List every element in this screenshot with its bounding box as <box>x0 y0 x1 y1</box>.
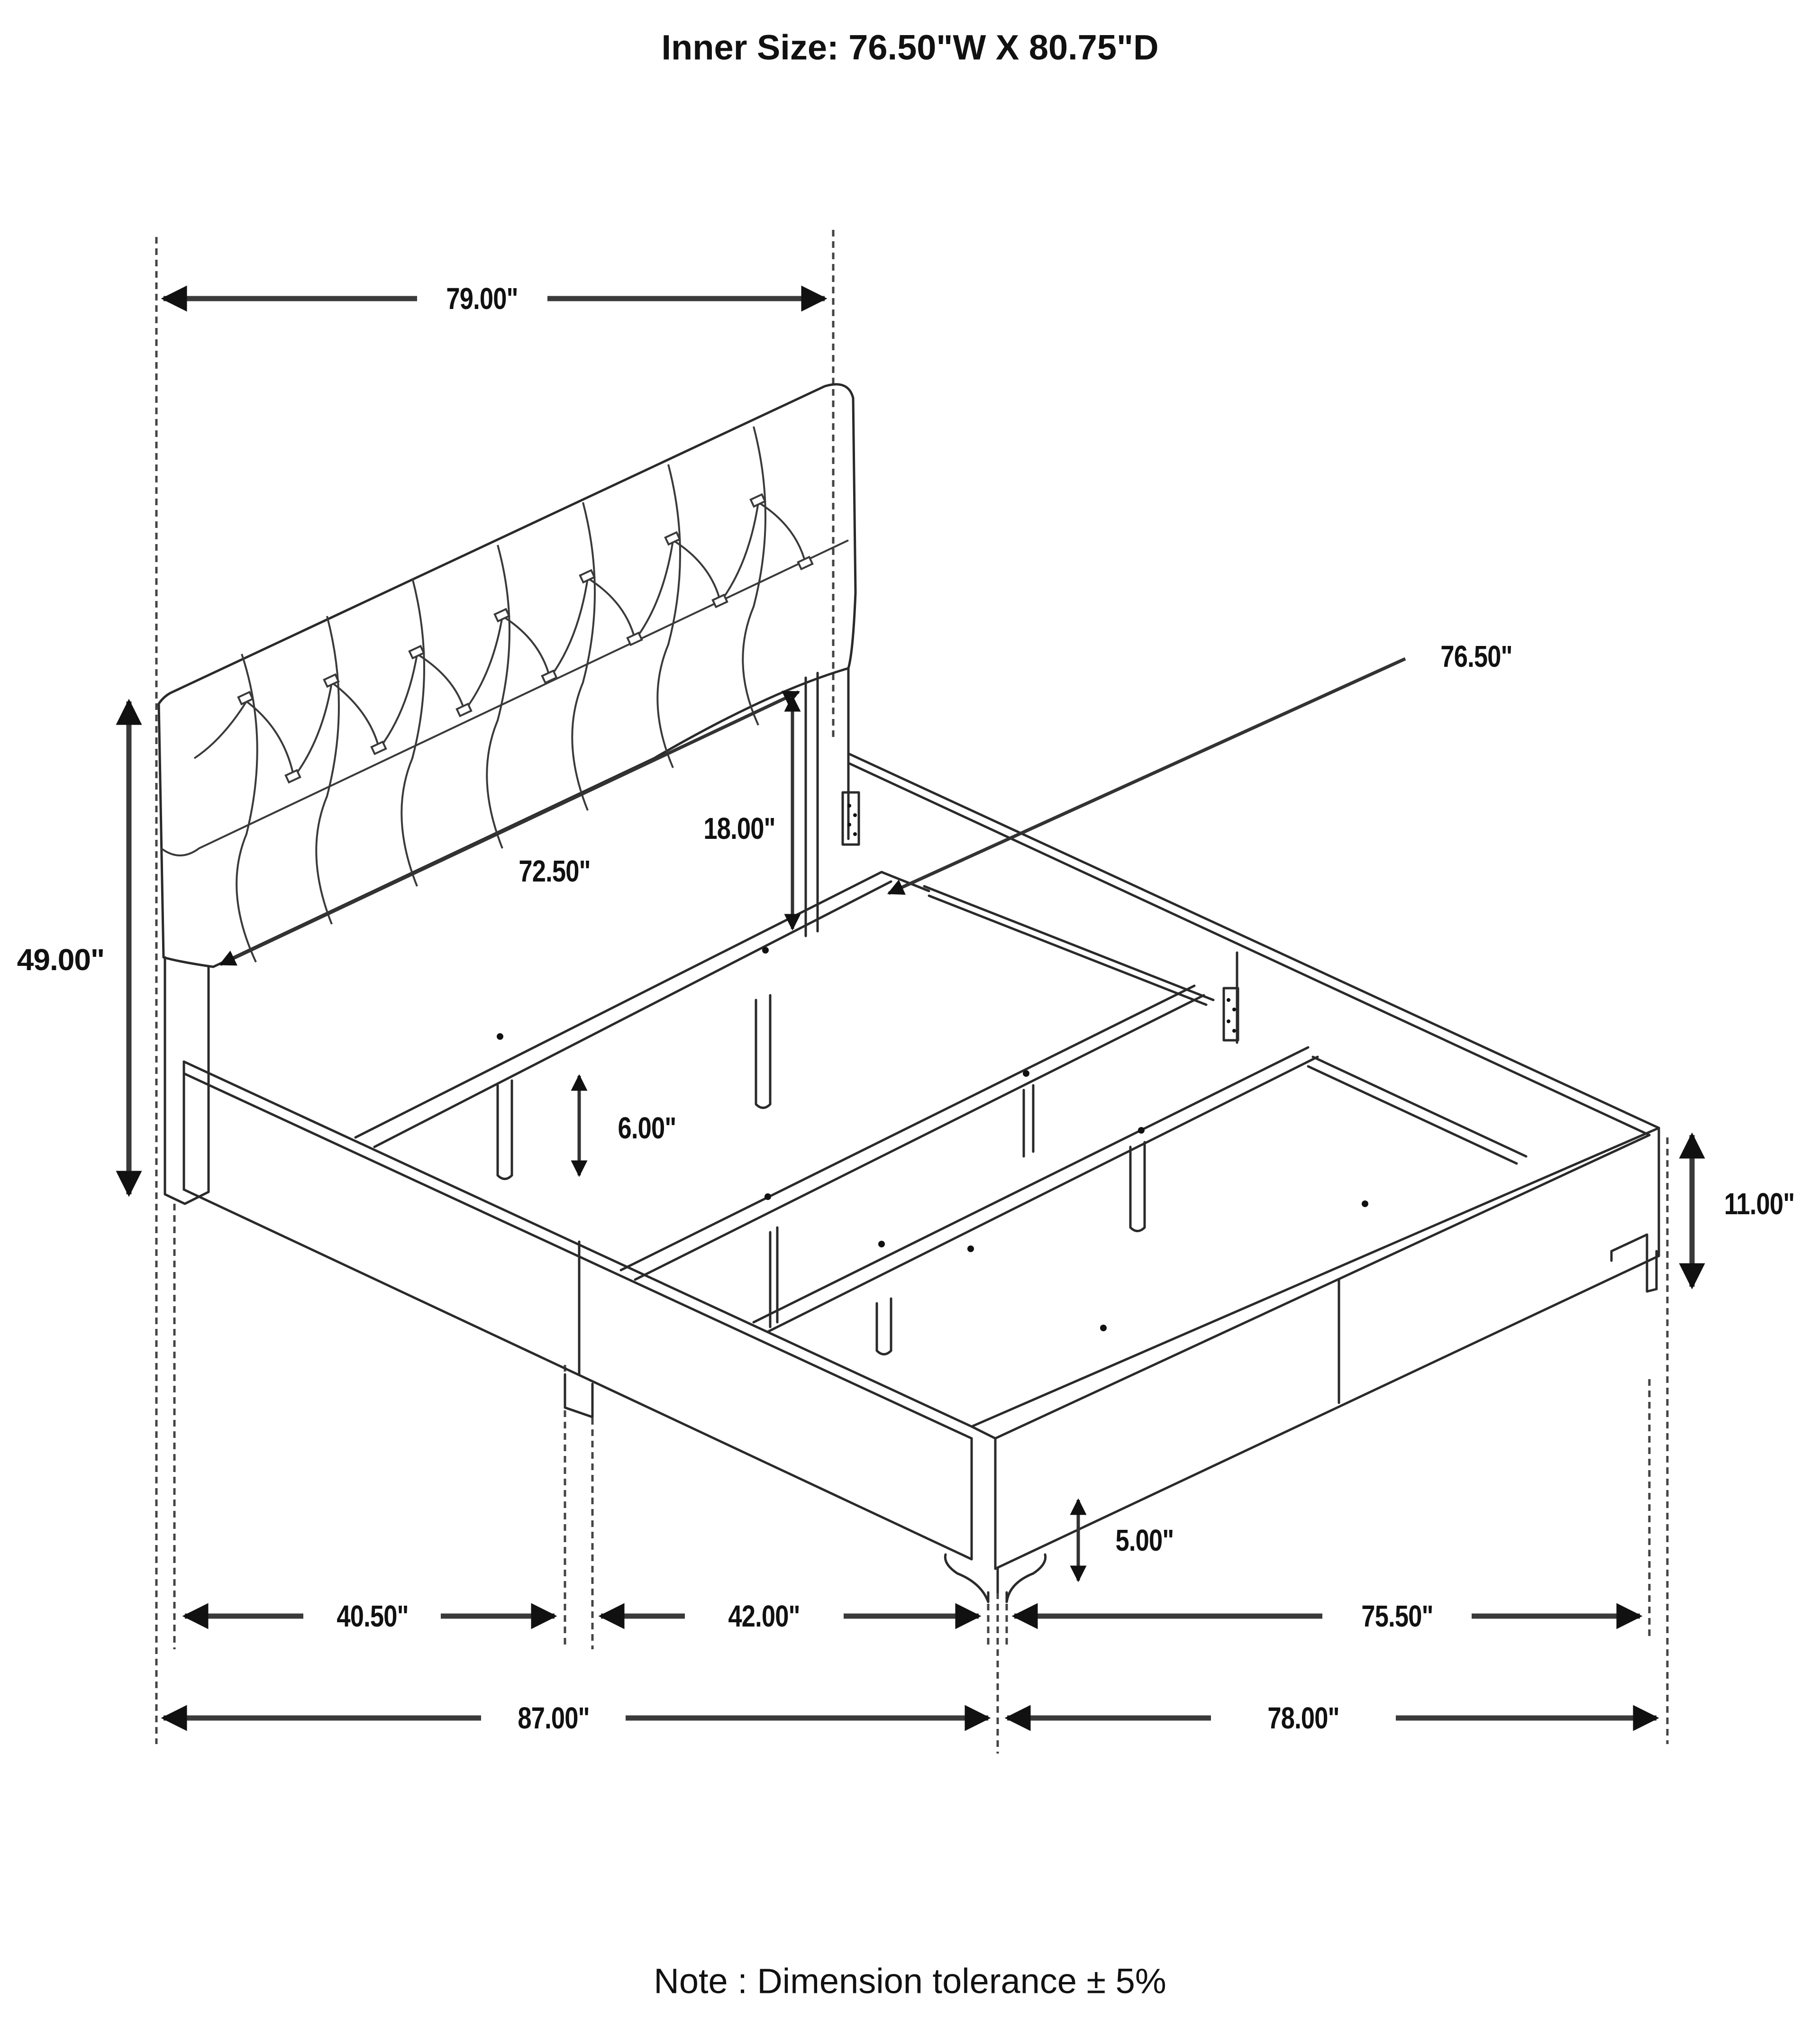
dim-label-40-50: 40.50" <box>331 1601 414 1631</box>
dim-label-72-50: 72.50" <box>519 854 591 888</box>
dim-label-5-00: 5.00" <box>1115 1523 1174 1557</box>
dim-label-76-50: 76.50" <box>1440 639 1512 673</box>
tolerance-note: Note : Dimension tolerance ± 5% <box>654 1961 1166 2001</box>
inner-size-title: Inner Size: 76.50"W X 80.75"D <box>661 27 1159 67</box>
dim-label-87-00: 87.00" <box>512 1703 595 1733</box>
dim-label-78-00: 78.00" <box>1262 1703 1345 1733</box>
dim-label-49-00: 49.00" <box>17 943 105 977</box>
slat-support-legs <box>496 994 1146 1355</box>
dim-label-18-00: 18.00" <box>703 811 775 845</box>
dim-label-11-00: 11.00" <box>1724 1187 1795 1221</box>
dimension-lines <box>116 285 1705 1731</box>
dim-label-79-00: 79.00" <box>440 283 524 314</box>
dim-label-6-00: 6.00" <box>618 1111 677 1145</box>
slats <box>619 871 1528 1333</box>
headboard <box>157 383 857 1205</box>
bed-frame <box>182 752 1660 1603</box>
extension-lines <box>155 230 1669 1754</box>
tuft-buttons <box>237 493 814 784</box>
dim-label-75-50: 75.50" <box>1356 1601 1439 1631</box>
dim-label-42-00: 42.00" <box>722 1601 806 1631</box>
